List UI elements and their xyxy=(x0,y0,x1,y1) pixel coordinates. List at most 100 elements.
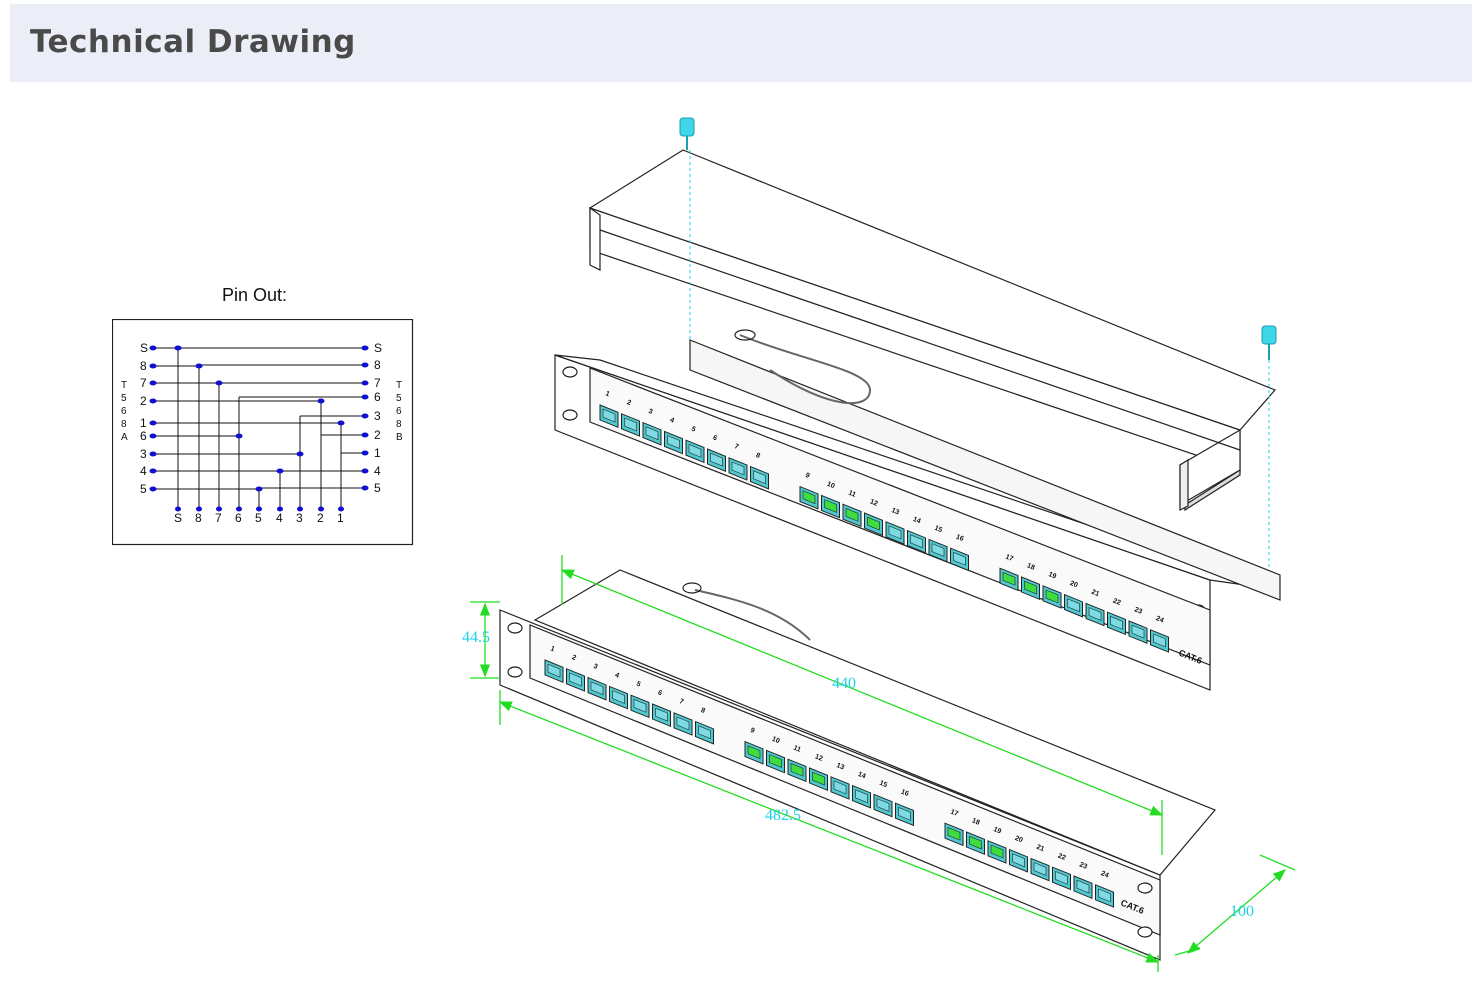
left-pin-label: 8 xyxy=(140,359,147,373)
bottom-pin-dot xyxy=(338,506,344,512)
bottom-pin-label: 7 xyxy=(215,511,222,525)
bottom-pin-dot xyxy=(277,506,283,512)
bottom-pin-label: 8 xyxy=(195,511,202,525)
port-number: 11 xyxy=(847,490,857,499)
rj45-port xyxy=(621,413,640,437)
page-title: Technical Drawing xyxy=(30,24,356,60)
left-pin-dot xyxy=(149,486,157,492)
left-standard-char: T xyxy=(121,380,127,391)
port-number: 4 xyxy=(669,417,675,425)
depth-dimension: 100 xyxy=(1230,903,1254,920)
right-standard-char: 5 xyxy=(396,393,402,404)
bottom-pin-dot xyxy=(216,506,222,512)
panel-cover xyxy=(588,149,1277,512)
rj45-port xyxy=(885,521,905,545)
rj45-port xyxy=(799,485,819,510)
port-number: 13 xyxy=(890,507,900,516)
bottom-pin-label: S xyxy=(174,511,182,525)
port-number: 14 xyxy=(912,516,922,525)
bottom-pin-label: 3 xyxy=(296,511,303,525)
right-pin-label: S xyxy=(374,341,382,355)
left-standard-char: 6 xyxy=(121,406,127,417)
port-number: 15 xyxy=(933,525,943,534)
junction-dot xyxy=(337,420,345,426)
cover-screw-right xyxy=(1261,325,1277,580)
right-pin-dot xyxy=(361,394,369,400)
left-pin-dot xyxy=(149,345,157,351)
rj45-port xyxy=(664,430,683,455)
rj45-port xyxy=(821,494,840,519)
left-standard-char: 5 xyxy=(121,393,127,404)
right-pin-dot xyxy=(361,362,369,368)
right-pin-dot xyxy=(361,485,369,491)
bottom-pin-label: 1 xyxy=(337,511,344,525)
bottom-pin-dot xyxy=(318,506,324,512)
rj45-port xyxy=(907,529,926,554)
right-standard-char: T xyxy=(396,380,402,391)
left-standard-char: 8 xyxy=(121,419,127,430)
port-number: 16 xyxy=(955,534,965,543)
bottom-pin-dot xyxy=(175,506,181,512)
port-number: 6 xyxy=(712,434,718,442)
port-number: 17 xyxy=(1004,554,1014,563)
rj45-port xyxy=(707,448,726,472)
right-pin-dot xyxy=(361,380,369,386)
rj45-port xyxy=(950,547,969,572)
bottom-pin-label: 5 xyxy=(255,511,262,525)
height-dimension: 44.5 xyxy=(462,629,490,646)
bottom-pin-label: 6 xyxy=(235,511,242,525)
left-pin-label: 6 xyxy=(140,429,147,443)
section-header: Technical Drawing xyxy=(10,4,1472,82)
left-pin-dot xyxy=(149,420,157,426)
bottom-pin-dot xyxy=(196,506,202,512)
right-pin-label: 4 xyxy=(374,464,381,478)
right-pin-label: 1 xyxy=(374,446,381,460)
right-pin-dot xyxy=(361,413,369,419)
left-pin-dot xyxy=(149,451,157,457)
rj45-port xyxy=(864,512,883,536)
rj45-port xyxy=(842,503,862,528)
bottom-pin-label: 2 xyxy=(317,511,324,525)
junction-dot xyxy=(255,486,263,492)
port-number: 9 xyxy=(804,472,810,480)
rj45-port xyxy=(599,404,619,428)
right-pin-label: 8 xyxy=(374,358,381,372)
left-pin-label: 1 xyxy=(140,416,147,430)
left-standard-char: A xyxy=(121,432,128,443)
junction-dot xyxy=(235,433,243,439)
left-pin-label: 4 xyxy=(140,464,147,478)
bottom-pin-dot xyxy=(297,506,303,512)
port-number: 18 xyxy=(1026,562,1036,571)
left-pin-label: 2 xyxy=(140,394,147,408)
rj45-port xyxy=(642,421,662,446)
left-pin-dot xyxy=(149,398,157,404)
cover-screw-left xyxy=(679,117,695,350)
right-pin-label: 2 xyxy=(374,428,381,442)
right-standard-char: 8 xyxy=(396,419,402,430)
left-standard-label: T 5 6 8A xyxy=(121,380,128,443)
inner-width-dimension: 440 xyxy=(832,675,856,692)
bottom-pin-label: 4 xyxy=(276,511,283,525)
outer-width-dimension: 482.5 xyxy=(765,807,801,824)
junction-dot xyxy=(317,398,325,404)
junction-dot xyxy=(276,468,284,474)
port-number: 7 xyxy=(733,443,739,451)
port-number: 5 xyxy=(690,426,696,434)
right-pin-dot xyxy=(361,468,369,474)
port-number: 1 xyxy=(604,390,610,398)
right-pin-dot xyxy=(361,345,369,351)
left-pin-dot xyxy=(149,433,157,439)
junction-dot xyxy=(215,380,223,386)
right-standard-char: 6 xyxy=(396,406,402,417)
left-pin-label: 5 xyxy=(140,482,147,496)
left-pin-dot xyxy=(149,468,157,474)
rj45-port xyxy=(728,457,748,481)
pinout-wires xyxy=(153,345,365,509)
port-number: 1 xyxy=(549,645,555,653)
left-pin-dot xyxy=(149,363,157,369)
